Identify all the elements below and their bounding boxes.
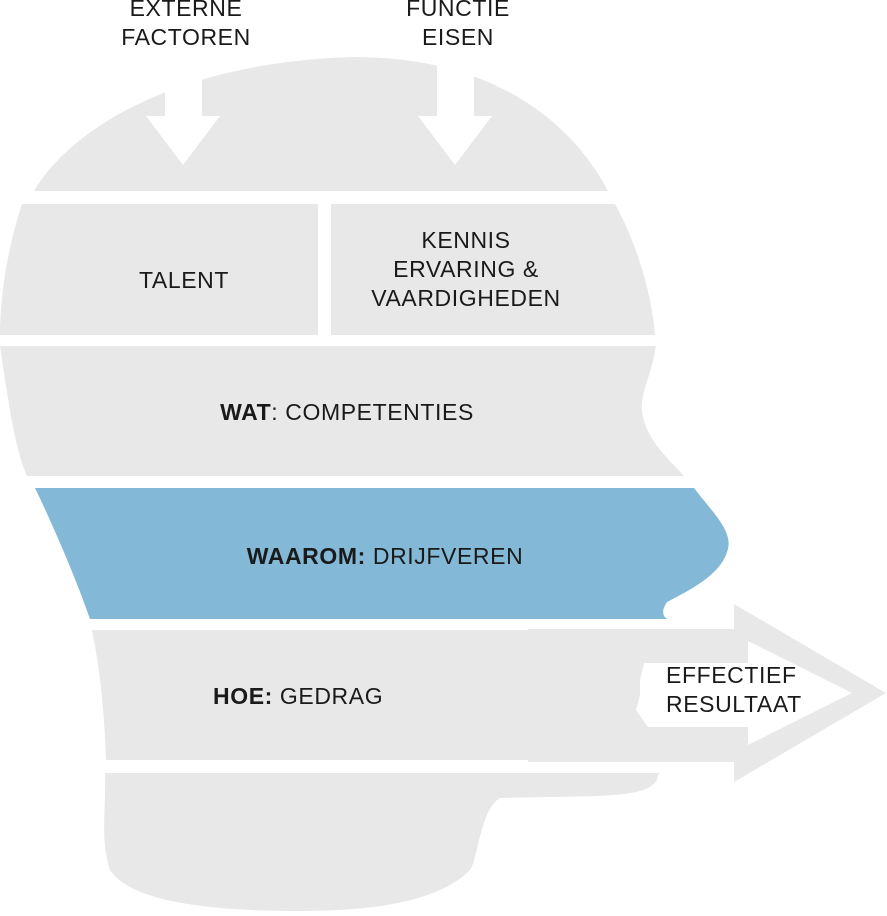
layer-what-value: : COMPETENTIES [271, 399, 474, 425]
layer-how-value: GEDRAG [272, 683, 384, 709]
output-effective-result: EFFECTIEF RESULTAAT [666, 661, 846, 719]
layer-why: WAAROM: DRIJFVEREN [225, 542, 545, 571]
input-job-requirements: FUNCTIE EISEN [378, 0, 538, 52]
arrow-right-inner [636, 641, 852, 745]
layer-knowledge: KENNIS ERVARING & VAARDIGHEDEN [346, 226, 586, 313]
arrow-down-icon [146, 60, 220, 165]
input-job-line-2: EISEN [421, 24, 495, 50]
band-talent [0, 204, 318, 335]
input-external-line-1: EXTERNE [129, 0, 243, 21]
output-line-2: RESULTAAT [666, 691, 802, 717]
layer-what-key: WAT [220, 399, 272, 425]
band-why [0, 488, 729, 619]
layer-knowledge-line-3: VAARDIGHEDEN [371, 285, 561, 311]
layer-knowledge-line-1: KENNIS [421, 227, 511, 253]
input-external-factors: EXTERNE FACTOREN [106, 0, 266, 52]
band-what [0, 346, 729, 476]
layer-how-key: HOE: [213, 683, 273, 709]
layer-what: WAT: COMPETENTIES [197, 398, 497, 427]
layer-knowledge-line-2: ERVARING & [393, 256, 539, 282]
input-external-line-2: FACTOREN [121, 24, 251, 50]
output-line-1: EFFECTIEF [666, 662, 797, 688]
layer-talent: TALENT [138, 267, 230, 293]
layer-why-value: DRIJFVEREN [365, 543, 524, 569]
layer-why-key: WAAROM: [246, 543, 366, 569]
band-bottom [0, 773, 729, 912]
input-job-line-1: FUNCTIE [406, 0, 510, 21]
arrow-down-icon [418, 60, 492, 165]
layer-how: HOE: GEDRAG [213, 682, 453, 711]
